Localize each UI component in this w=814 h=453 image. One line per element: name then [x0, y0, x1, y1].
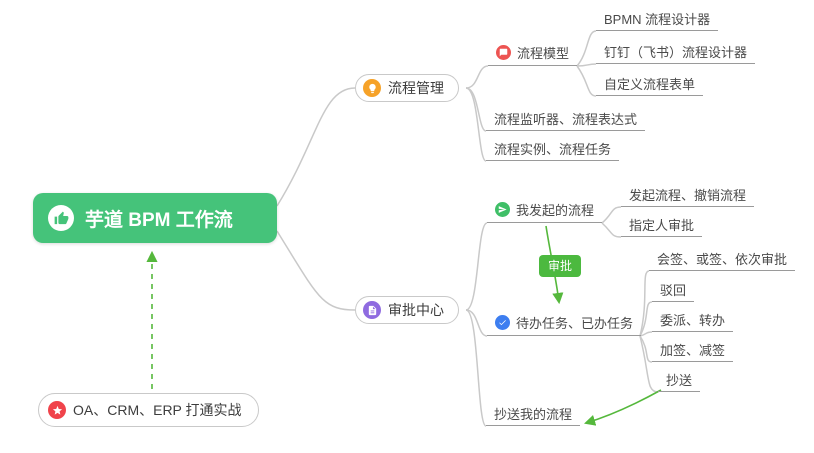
topic-label: 委派、转办 [660, 313, 726, 328]
topic-label: 钉钉（飞书）流程设计器 [604, 45, 748, 60]
link-process-instance [465, 87, 487, 162]
topic-process-listener[interactable]: 流程监听器、流程表达式 [486, 107, 646, 131]
link-tasks-delegate [639, 331, 653, 337]
topic-approval-center[interactable]: 审批中心 [355, 296, 459, 324]
topic-process-instance[interactable]: 流程实例、流程任务 [486, 137, 620, 161]
link-approval-initiated [465, 222, 488, 311]
topic-label: 会签、或签、依次审批 [657, 252, 788, 267]
document-icon [363, 301, 381, 319]
topic-countersign[interactable]: 会签、或签、依次审批 [649, 247, 796, 271]
link-approval-tasks [465, 309, 488, 337]
topic-add-remove-sign[interactable]: 加签、减签 [652, 338, 734, 362]
topic-label: 流程实例、流程任务 [494, 142, 612, 157]
process-model-icon [496, 45, 511, 60]
cc-flow-arrow [583, 389, 662, 426]
topic-label: 抄送我的流程 [494, 407, 573, 422]
topic-label: BPMN 流程设计器 [604, 12, 711, 27]
topic-label: 指定人审批 [629, 218, 695, 233]
thumbs-up-icon [48, 205, 74, 231]
topic-launch-revoke-process[interactable]: 发起流程、撤销流程 [621, 183, 755, 207]
topic-delegate-transfer[interactable]: 委派、转办 [652, 308, 734, 332]
check-icon [495, 315, 510, 330]
topic-label: 流程监听器、流程表达式 [494, 112, 638, 127]
link-model-dingtalk [576, 63, 597, 67]
note-label: OA、CRM、ERP 打通实战 [73, 402, 242, 418]
topic-label: 驳回 [660, 283, 687, 298]
root-topic[interactable]: 芋道 BPM 工作流 [33, 193, 277, 243]
root-topic-label: 芋道 BPM 工作流 [85, 209, 233, 231]
link-tasks-addsign [639, 335, 653, 363]
topic-reject[interactable]: 驳回 [652, 278, 695, 302]
approval-tag-label: 审批 [548, 259, 573, 273]
topic-label: 抄送 [666, 373, 693, 388]
topic-my-initiated-process[interactable]: 我发起的流程 [487, 197, 603, 223]
topic-process-management[interactable]: 流程管理 [355, 74, 459, 102]
link-model-customform [576, 65, 597, 97]
topic-label: 发起流程、撤销流程 [629, 188, 747, 203]
topic-assigned-approver[interactable]: 指定人审批 [621, 213, 703, 237]
topic-bpmn-designer[interactable]: BPMN 流程设计器 [596, 7, 719, 31]
topic-label: 我发起的流程 [516, 203, 595, 218]
topic-label: 审批中心 [388, 302, 444, 318]
star-icon [48, 401, 66, 419]
note-integration-practice[interactable]: OA、CRM、ERP 打通实战 [38, 393, 259, 427]
lightbulb-icon [363, 79, 381, 97]
link-process-model [465, 65, 489, 89]
link-initiated-assignee [601, 222, 622, 238]
topic-label: 流程模型 [517, 46, 570, 61]
approval-tag[interactable]: 审批 [539, 255, 582, 277]
topic-label: 流程管理 [388, 80, 444, 96]
link-tasks-reject [639, 301, 653, 337]
topic-dingtalk-designer[interactable]: 钉钉（飞书）流程设计器 [596, 40, 756, 64]
topic-custom-form[interactable]: 自定义流程表单 [596, 72, 704, 96]
topic-label: 待办任务、已办任务 [516, 316, 634, 331]
link-approval-cc [465, 309, 487, 427]
link-model-bpmn [576, 30, 597, 67]
send-icon [495, 202, 510, 217]
topic-todo-done-tasks[interactable]: 待办任务、已办任务 [487, 310, 642, 336]
topic-cc-my-process[interactable]: 抄送我的流程 [486, 402, 581, 426]
link-root-approval [276, 230, 356, 311]
topic-process-model[interactable]: 流程模型 [488, 40, 578, 66]
link-initiated-launch [601, 206, 622, 224]
topic-label: 加签、减签 [660, 343, 726, 358]
link-tasks-cc [639, 335, 659, 393]
topic-cc[interactable]: 抄送 [658, 368, 701, 392]
link-tasks-countersign [639, 270, 650, 337]
link-root-process [276, 87, 356, 207]
topic-label: 自定义流程表单 [604, 77, 696, 92]
